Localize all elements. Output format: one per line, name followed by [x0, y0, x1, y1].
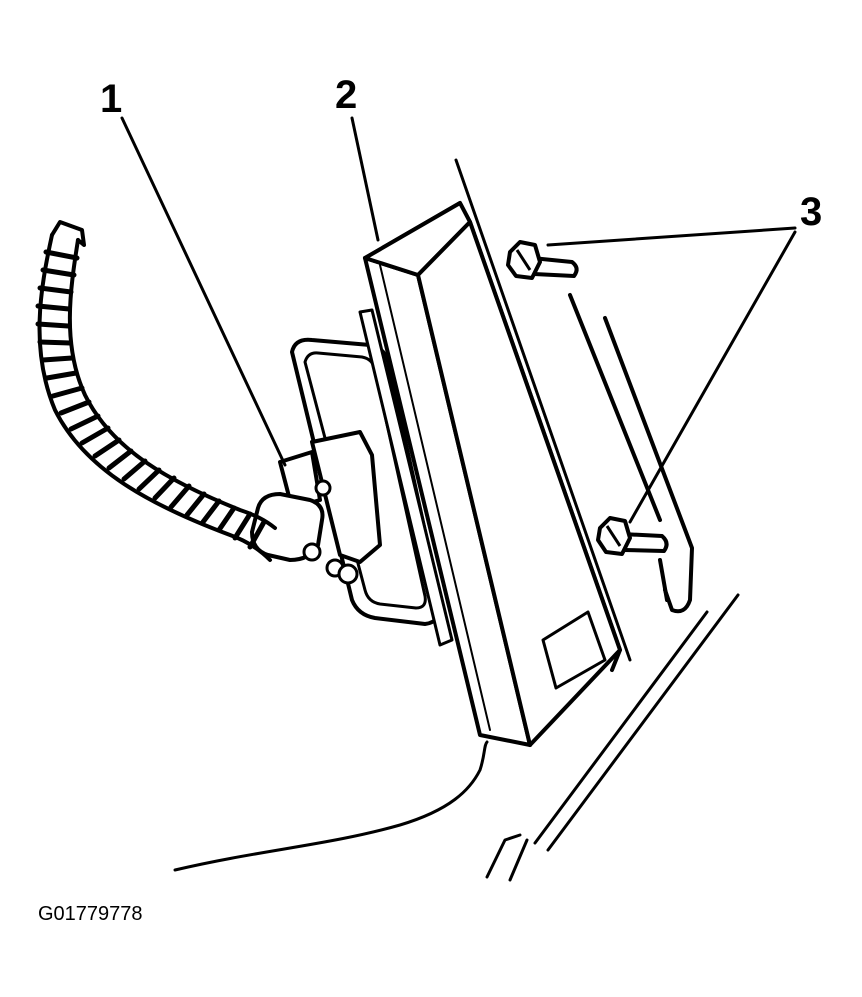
nut-stud	[531, 256, 579, 278]
panel-edge-line	[533, 610, 709, 845]
callout-label-3: 3	[800, 190, 822, 234]
trim-curve	[173, 740, 489, 872]
connector-body	[310, 430, 382, 564]
harness-end-cap	[50, 220, 86, 247]
module-edge-detail	[379, 264, 491, 731]
bracket-slot	[658, 558, 669, 602]
wiring-harness	[35, 220, 277, 562]
nut-stud	[621, 532, 669, 553]
connector-terminal	[337, 563, 359, 585]
module-label	[541, 610, 607, 690]
harness-outline-outer	[37, 233, 272, 562]
panel-edge-line	[546, 593, 740, 852]
mounting-nut-lower	[596, 516, 669, 556]
mounting-nut-upper	[506, 240, 579, 280]
mounting-panel	[173, 158, 740, 882]
control-module	[363, 201, 622, 747]
bracket-slot	[603, 316, 694, 614]
harness-ribs	[35, 249, 267, 550]
callout-label-1: 1	[100, 77, 122, 121]
figure-id: G01779778	[38, 903, 143, 925]
connector-mount-tab	[358, 308, 454, 647]
leader-line-1	[120, 116, 287, 467]
panel-edge-line	[508, 838, 529, 882]
module-side-face	[416, 220, 622, 747]
leader-lines	[120, 116, 797, 524]
harness-outline-inner	[67, 238, 277, 530]
bracket-slot	[568, 293, 662, 522]
leader-line-2	[350, 116, 380, 242]
leader-line-3b	[628, 230, 797, 524]
connector-pin	[314, 479, 332, 497]
harness-connector	[250, 430, 382, 585]
panel-edge-line	[454, 158, 632, 662]
callout-label-2: 2	[335, 73, 357, 117]
leader-line-3a	[546, 226, 797, 247]
connector-terminal	[302, 542, 322, 562]
panel-edge-line	[485, 833, 522, 879]
